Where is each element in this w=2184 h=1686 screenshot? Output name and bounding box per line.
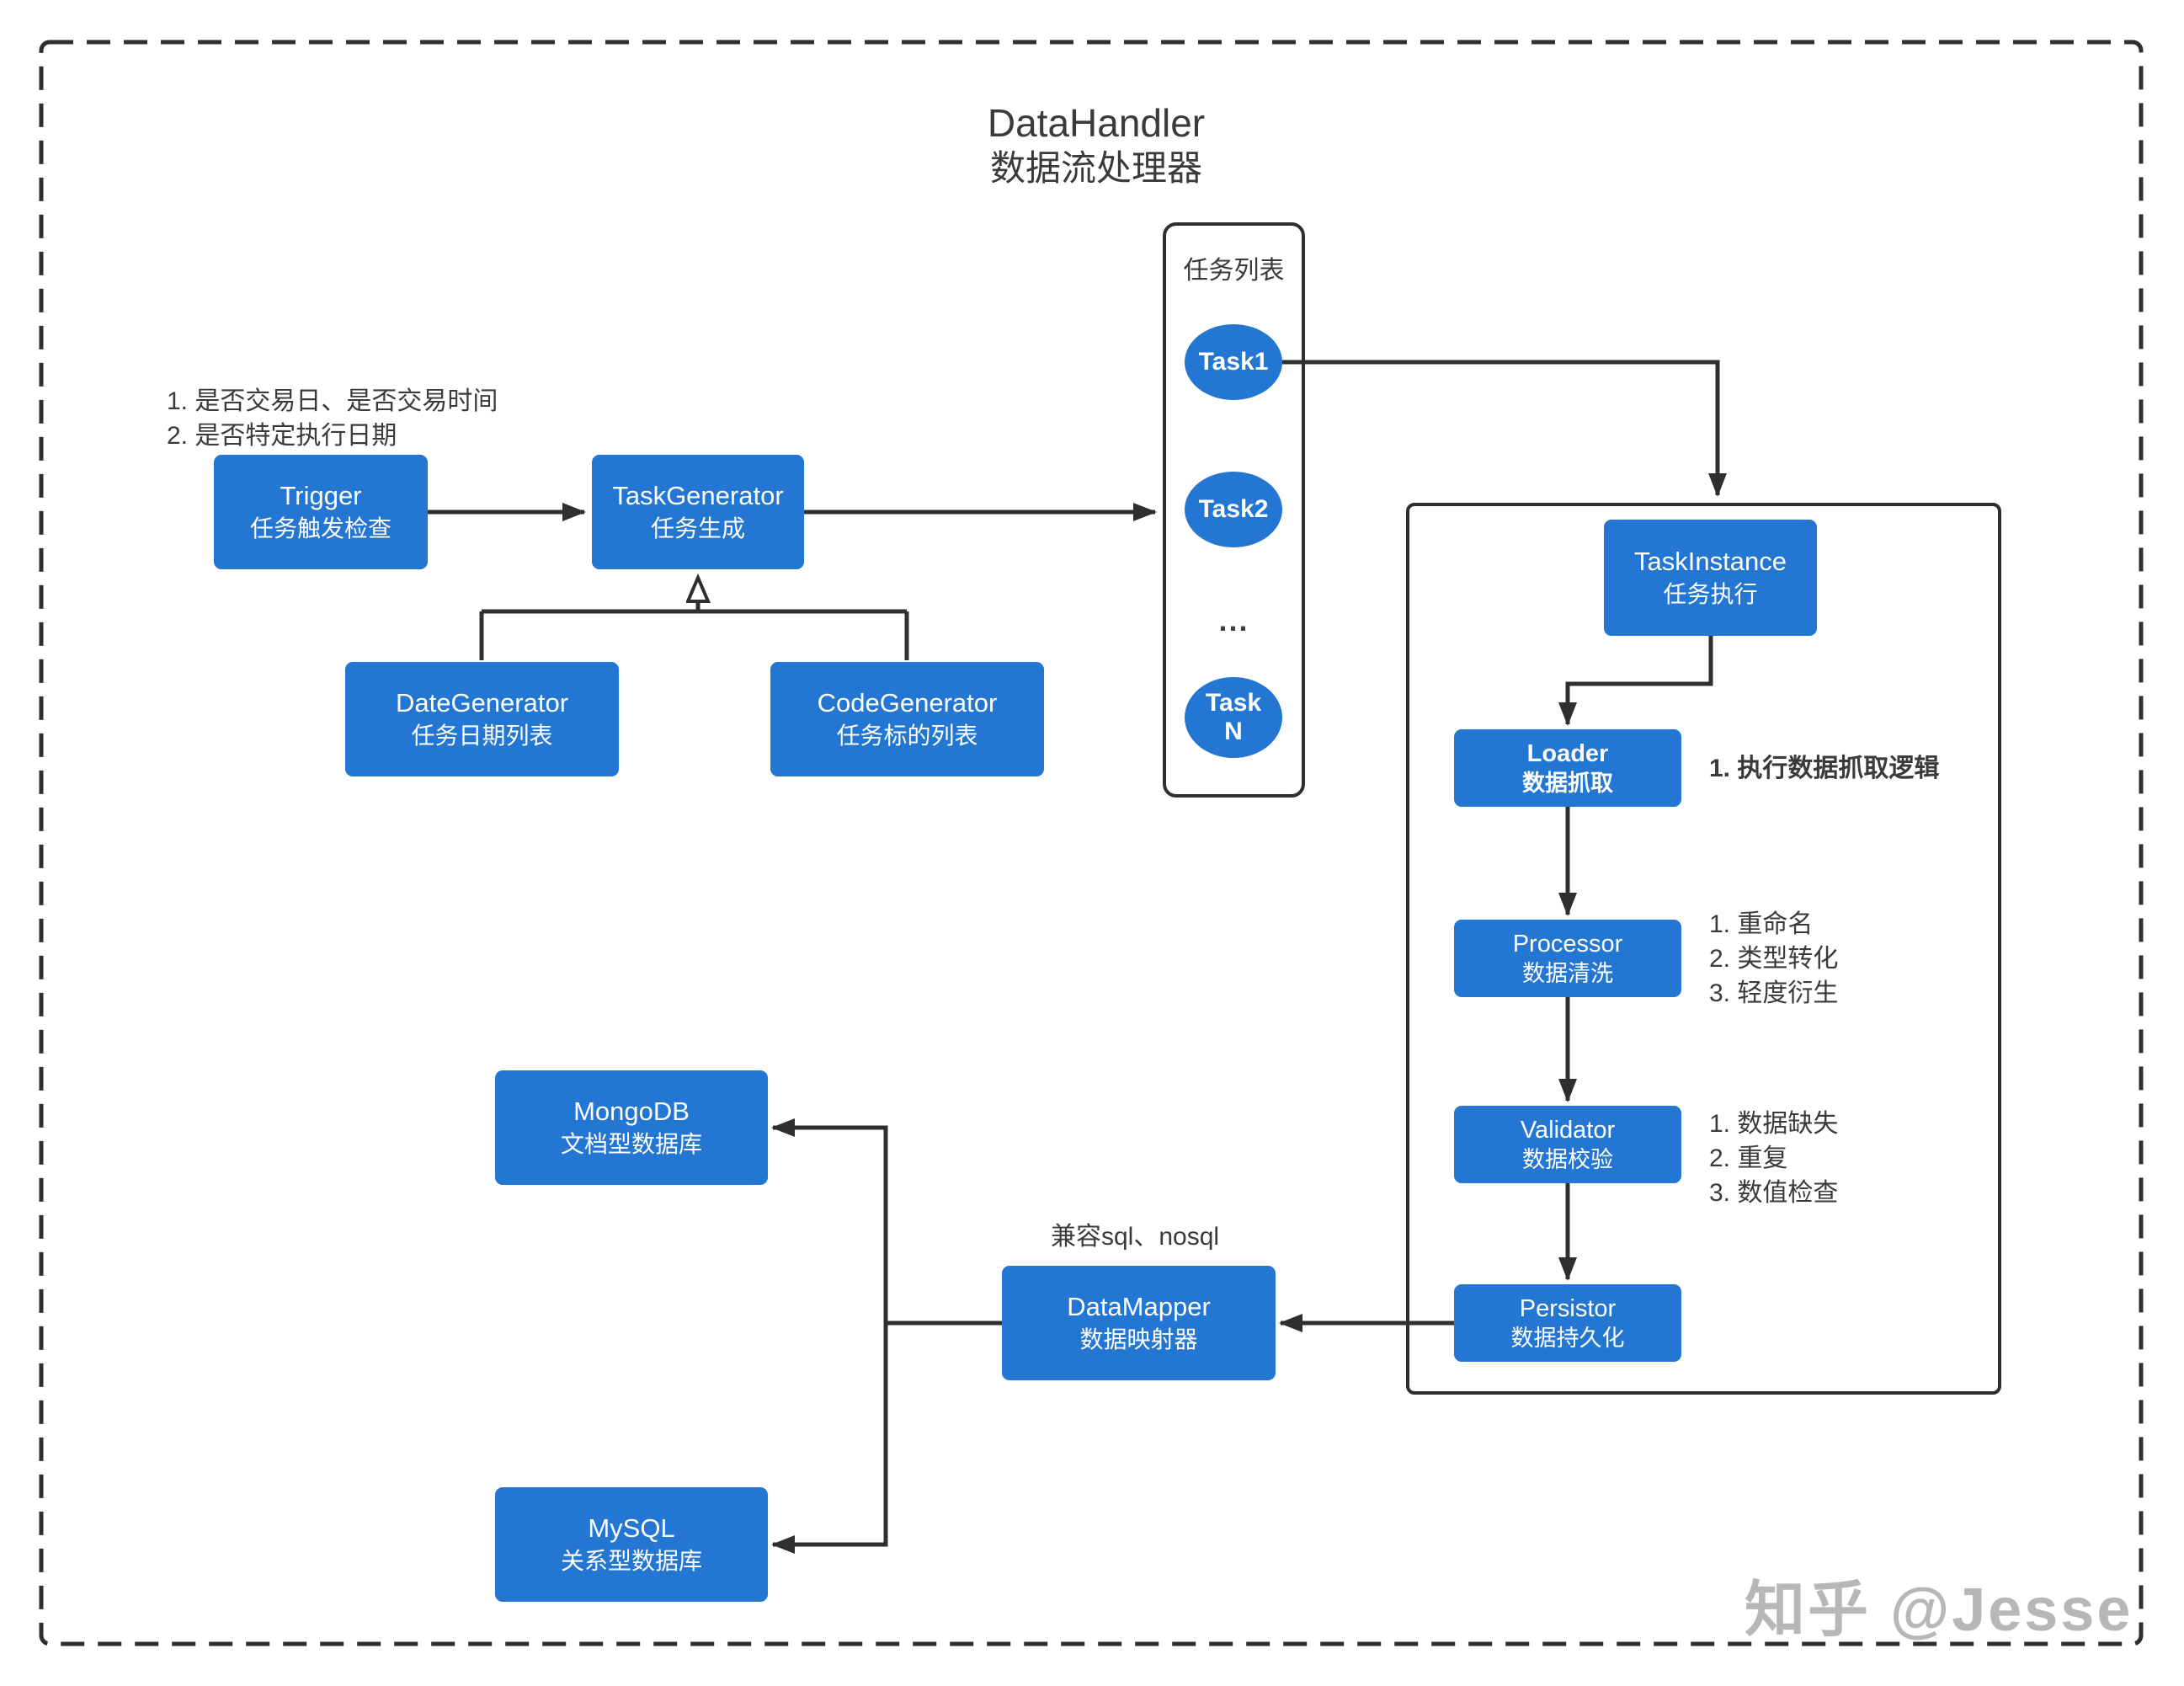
task2-label: Task2 [1198,495,1269,523]
arrow-datamapper-to-mysql [771,1323,888,1554]
page-title: DataHandler 数据流处理器 [844,99,1349,190]
node-mysql: MySQL 关系型数据库 [495,1487,768,1602]
node-validator-title: Validator [1520,1116,1616,1144]
node-loader-subtitle: 数据抓取 [1522,770,1613,796]
node-processor: Processor 数据清洗 [1454,920,1681,997]
task1-label: Task1 [1198,348,1269,376]
node-task-instance-title: TaskInstance [1634,547,1787,576]
node-loader: Loader 数据抓取 [1454,729,1681,807]
node-task-generator-subtitle: 任务生成 [650,515,745,542]
node-persistor-title: Persistor [1519,1294,1617,1322]
processor-note-line3: 3. 轻度衍生 [1709,979,1839,1007]
node-data-mapper-title: DataMapper [1067,1292,1211,1321]
node-persistor: Persistor 数据持久化 [1454,1284,1681,1362]
node-processor-title: Processor [1512,930,1623,958]
node-mysql-title: MySQL [588,1513,675,1543]
task-n-label-line2: N [1224,718,1243,745]
trigger-note-line1: 1. 是否交易日、是否交易时间 [167,387,498,415]
node-mongodb: MongoDB 文档型数据库 [495,1070,768,1185]
node-validator-subtitle: 数据校验 [1522,1146,1613,1172]
page-title-en: DataHandler [987,101,1206,145]
node-processor-subtitle: 数据清洗 [1522,960,1613,986]
node-mysql-subtitle: 关系型数据库 [560,1548,702,1574]
page-title-zh: 数据流处理器 [989,148,1202,188]
node-data-mapper-subtitle: 数据映射器 [1079,1326,1198,1353]
trigger-note-line2: 2. 是否特定执行日期 [167,422,397,450]
task-n-circle: Task N [1185,677,1282,758]
node-task-generator: TaskGenerator 任务生成 [592,455,804,569]
task1-circle: Task1 [1185,324,1282,400]
loader-note: 1. 执行数据抓取逻辑 [1709,751,1939,786]
node-persistor-subtitle: 数据持久化 [1510,1325,1625,1351]
node-trigger-subtitle: 任务触发检查 [249,515,392,542]
validator-note-line3: 3. 数值检查 [1709,1179,1839,1207]
task2-circle: Task2 [1185,472,1282,547]
node-date-generator-subtitle: 任务日期列表 [411,723,553,749]
task-list-label: 任务列表 [1183,257,1285,285]
validator-note-line1: 1. 数据缺失 [1709,1110,1839,1138]
node-mongodb-title: MongoDB [573,1096,690,1126]
node-trigger: Trigger 任务触发检查 [214,455,428,569]
arrow-task1-to-container [1282,360,1727,497]
node-code-generator: CodeGenerator 任务标的列表 [770,662,1044,776]
data-mapper-note: 兼容sql、nosql [1051,1223,1220,1251]
node-task-generator-title: TaskGenerator [612,481,784,510]
node-validator: Validator 数据校验 [1454,1106,1681,1183]
processor-note-line2: 2. 类型转化 [1709,945,1839,973]
node-code-generator-subtitle: 任务标的列表 [836,723,978,749]
node-loader-title: Loader [1526,739,1609,767]
node-task-instance: TaskInstance 任务执行 [1604,520,1817,636]
processor-note-line1: 1. 重命名 [1709,910,1814,938]
node-date-generator-title: DateGenerator [395,688,569,718]
watermark: 知乎 @Jesse [1745,1577,2133,1644]
node-date-generator: DateGenerator 任务日期列表 [345,662,619,776]
node-code-generator-title: CodeGenerator [817,688,998,718]
arrow-datamapper-to-mongodb [771,1118,888,1323]
task-ellipsis: ... [1218,603,1249,638]
validator-note: 1. 数据缺失 2. 重复 3. 数值检查 [1709,1107,1838,1210]
task-n-label-line1: Task [1205,689,1262,717]
node-mongodb-subtitle: 文档型数据库 [560,1131,702,1157]
node-data-mapper: DataMapper 数据映射器 [1002,1266,1276,1380]
processor-note: 1. 重命名 2. 类型转化 3. 轻度衍生 [1709,907,1838,1011]
loader-note-line1: 1. 执行数据抓取逻辑 [1709,755,1940,782]
node-trigger-title: Trigger [280,481,362,510]
node-task-instance-subtitle: 任务执行 [1663,581,1758,607]
trigger-note: 1. 是否交易日、是否交易时间 2. 是否特定执行日期 [167,384,498,453]
validator-note-line2: 2. 重复 [1709,1144,1788,1172]
